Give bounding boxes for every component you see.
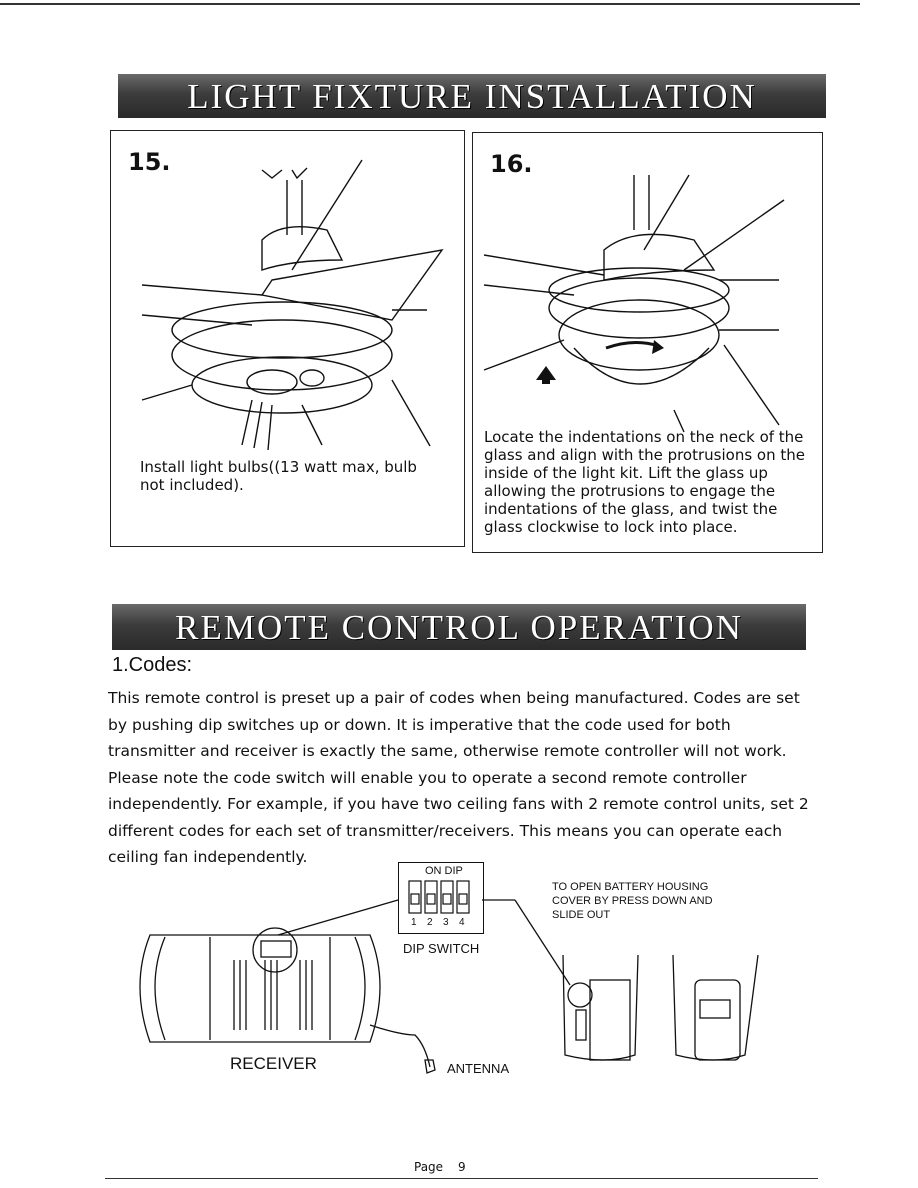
codes-heading: 1.Codes: <box>112 654 193 676</box>
receiver-diagram <box>139 899 759 1074</box>
footer-rule <box>105 1178 818 1179</box>
section-banner-remote: REMOTE CONTROL OPERATION <box>112 604 806 650</box>
step-16-caption: Locate the indentations on the neck of t… <box>484 428 805 536</box>
dip-number: 4 <box>459 917 465 928</box>
codes-paragraph: This remote control is preset up a pair … <box>108 689 809 866</box>
receiver-label: RECEIVER <box>230 1054 317 1073</box>
dip-switch-icon <box>408 880 470 914</box>
step-15-caption: Install light bulbs((13 watt max, bulb n… <box>140 458 417 494</box>
dip-number: 1 <box>411 917 417 928</box>
section-banner-light-fixture: LIGHT FIXTURE INSTALLATION <box>118 74 826 118</box>
antenna-label: ANTENNA <box>447 1061 510 1076</box>
section-title: LIGHT FIXTURE INSTALLATION <box>187 77 757 116</box>
step-number: 15. <box>128 148 171 176</box>
dip-switch-label: DIP SWITCH <box>403 941 480 956</box>
footer-page-label: Page <box>414 1160 444 1174</box>
battery-note: TO OPEN BATTERY HOUSING COVER BY PRESS D… <box>552 881 713 921</box>
on-dip-label: ON DIP <box>425 865 463 877</box>
dip-switch-box <box>398 862 484 934</box>
step-number: 16. <box>490 150 533 178</box>
glass-install-illustration <box>483 174 785 433</box>
light-bulb-illustration <box>141 159 444 451</box>
top-rule <box>0 3 860 5</box>
section-title: REMOTE CONTROL OPERATION <box>175 608 743 647</box>
dip-number: 2 <box>427 917 433 928</box>
footer-page-number: 9 <box>458 1160 466 1174</box>
dip-number: 3 <box>443 917 449 928</box>
